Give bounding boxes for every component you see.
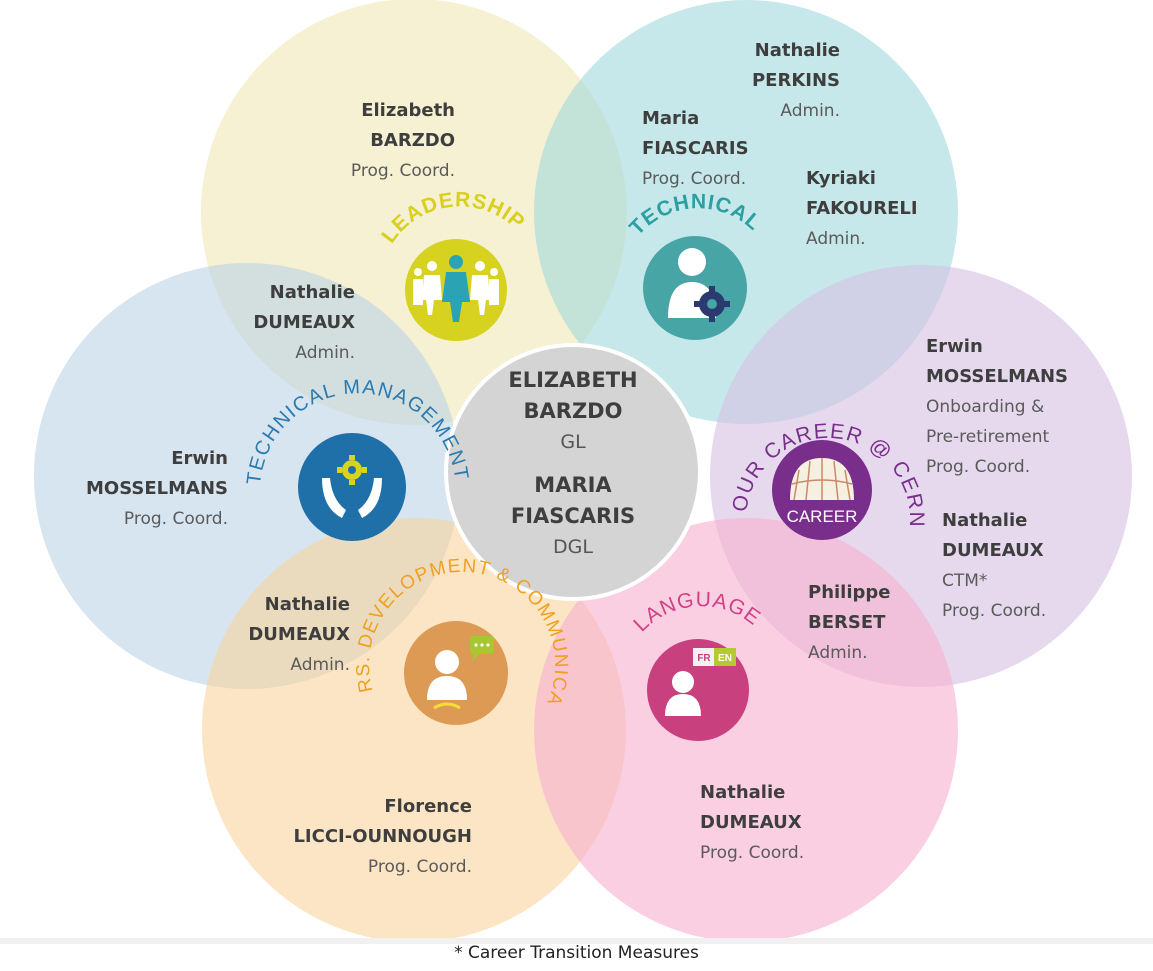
technical-person: Kyriaki FAKOURELI Admin.	[806, 168, 918, 249]
leadership-person: Elizabeth BARZDO Prog. Coord.	[350, 100, 455, 181]
dgl-first-name: MARIA	[534, 473, 612, 497]
dgl-last-name: FIASCARIS	[510, 504, 636, 528]
center-leadership-block: ELIZABETH BARZDO GL MARIA FIASCARIS DGL	[448, 365, 698, 563]
technical-management-person: Erwin MOSSELMANS Prog. Coord.	[86, 448, 228, 529]
gl-last-name: BARZDO	[523, 399, 623, 423]
pers-development-person: Florence LICCI-OUNNOUGH Prog. Coord.	[293, 796, 472, 877]
career-icon: CAREER	[772, 440, 872, 540]
career-icon-label: CAREER	[787, 507, 858, 526]
pers-development-circle	[202, 518, 626, 942]
pers-development-person: Nathalie DUMEAUX Admin.	[248, 594, 350, 675]
footnote: * Career Transition Measures	[454, 943, 699, 963]
technical-management-icon	[298, 433, 406, 541]
language-icon: FR EN	[647, 639, 749, 741]
language-person: Philippe BERSET Admin.	[808, 582, 891, 663]
your-career-person: Nathalie DUMEAUX CTM* Prog. Coord.	[942, 510, 1047, 621]
leadership-icon	[405, 239, 507, 341]
center-circle	[444, 343, 702, 601]
pers-development-icon	[404, 621, 508, 725]
technical-person: Maria FIASCARIS Prog. Coord.	[642, 108, 749, 189]
technical-person: Nathalie PERKINS Admin.	[751, 40, 840, 121]
gl-role: GL	[560, 431, 586, 453]
technical-icon	[643, 236, 747, 340]
gl-first-name: ELIZABETH	[508, 368, 638, 392]
language-icon-fr: FR	[697, 653, 711, 664]
your-career-person: Erwin MOSSELMANS Onboarding & Pre-retire…	[926, 336, 1068, 477]
language-person: Nathalie DUMEAUX Prog. Coord.	[700, 782, 805, 863]
language-icon-en: EN	[718, 653, 732, 664]
leadership-person: Nathalie DUMEAUX Admin.	[253, 282, 355, 363]
dgl-role: DGL	[553, 536, 593, 558]
language-circle	[534, 518, 958, 942]
footer-strip	[0, 938, 1153, 944]
